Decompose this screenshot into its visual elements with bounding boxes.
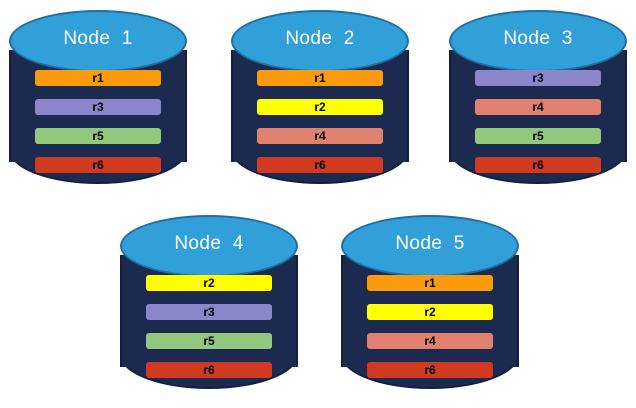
replica-list: r1 r3 r5 r6 [35, 70, 161, 173]
replica-bar[interactable]: r3 [475, 70, 601, 86]
replica-bar[interactable]: r2 [257, 99, 383, 115]
replica-list: r1 r2 r4 r6 [367, 275, 493, 378]
node-cylinder[interactable]: Node 2 r1 r2 r4 r6 [231, 6, 409, 192]
node-cylinder[interactable]: Node 3 r3 r4 r5 r6 [449, 6, 627, 192]
replica-bar[interactable]: r6 [146, 362, 272, 378]
node-label: Node 2 [285, 28, 355, 49]
replica-bar[interactable]: r4 [257, 128, 383, 144]
replica-bar[interactable]: r5 [35, 128, 161, 144]
replica-bar[interactable]: r1 [257, 70, 383, 86]
replica-bar[interactable]: r6 [257, 157, 383, 173]
replica-bar[interactable]: r5 [146, 333, 272, 349]
node-label: Node 3 [503, 28, 573, 49]
replica-bar[interactable]: r1 [367, 275, 493, 291]
node-cylinder[interactable]: Node 1 r1 r3 r5 r6 [9, 6, 187, 192]
replica-bar[interactable]: r3 [35, 99, 161, 115]
node-cylinder[interactable]: Node 4 r2 r3 r5 r6 [120, 211, 298, 397]
replica-bar[interactable]: r5 [475, 128, 601, 144]
replica-bar[interactable]: r2 [367, 304, 493, 320]
node-label: Node 1 [63, 28, 133, 49]
replica-bar[interactable]: r6 [367, 362, 493, 378]
replica-bar[interactable]: r2 [146, 275, 272, 291]
replica-bar[interactable]: r1 [35, 70, 161, 86]
cylinder-top-ellipse [9, 10, 187, 72]
replica-bar[interactable]: r4 [475, 99, 601, 115]
replica-bar[interactable]: r4 [367, 333, 493, 349]
cylinder-top-ellipse [120, 215, 298, 277]
replica-list: r3 r4 r5 r6 [475, 70, 601, 173]
node-label: Node 5 [395, 233, 465, 254]
replica-bar[interactable]: r6 [35, 157, 161, 173]
node-cylinder[interactable]: Node 5 r1 r2 r4 r6 [341, 211, 519, 397]
node-label: Node 4 [174, 233, 244, 254]
replica-bar[interactable]: r6 [475, 157, 601, 173]
replica-list: r1 r2 r4 r6 [257, 70, 383, 173]
replica-list: r2 r3 r5 r6 [146, 275, 272, 378]
replica-bar[interactable]: r3 [146, 304, 272, 320]
